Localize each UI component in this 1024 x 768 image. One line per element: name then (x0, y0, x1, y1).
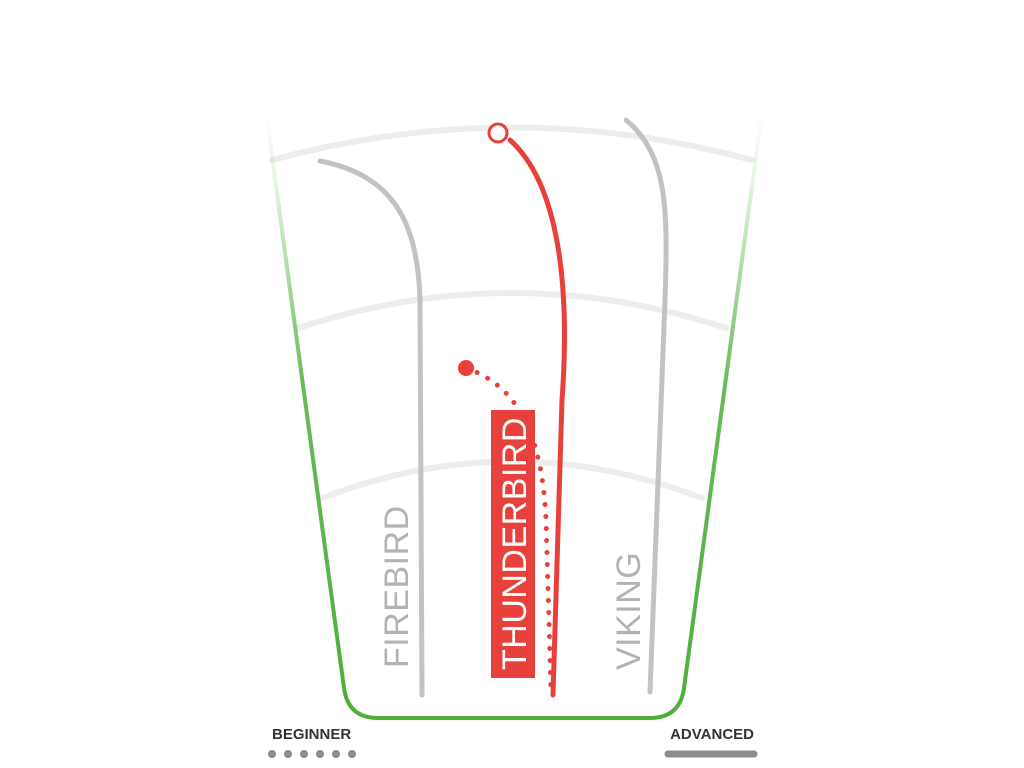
distance-arc-mid (295, 290, 729, 331)
beginner-dot (348, 750, 356, 758)
label-thunderbird-text: THUNDERBIRD (496, 417, 534, 670)
flight-alt-start-marker (458, 360, 474, 376)
beginner-dot (332, 750, 340, 758)
advanced-label: ADVANCED (670, 726, 754, 743)
rating-frame (264, 111, 764, 720)
flight-path-viking[interactable] (623, 117, 669, 695)
beginner-dot (268, 750, 276, 758)
label-firebird[interactable]: FIREBIRD (378, 505, 416, 668)
flight-start-marker (487, 122, 509, 144)
beginner-dot (284, 750, 292, 758)
beginner-dot (300, 750, 308, 758)
beginner-dot (316, 750, 324, 758)
skill-scale: BEGINNER ADVANCED (268, 726, 758, 758)
label-thunderbird-badge (491, 410, 535, 678)
label-thunderbird[interactable]: THUNDERBIRD (491, 410, 535, 678)
label-viking-text: VIKING (610, 552, 648, 670)
beginner-label: BEGINNER (272, 726, 351, 743)
beginner-dots (268, 750, 356, 758)
flight-path-thunderbird[interactable] (507, 137, 567, 698)
label-firebird-text: FIREBIRD (378, 505, 416, 668)
label-viking[interactable]: VIKING (610, 552, 648, 670)
flight-path-firebird[interactable] (317, 158, 425, 698)
distance-arc-far (269, 124, 755, 163)
